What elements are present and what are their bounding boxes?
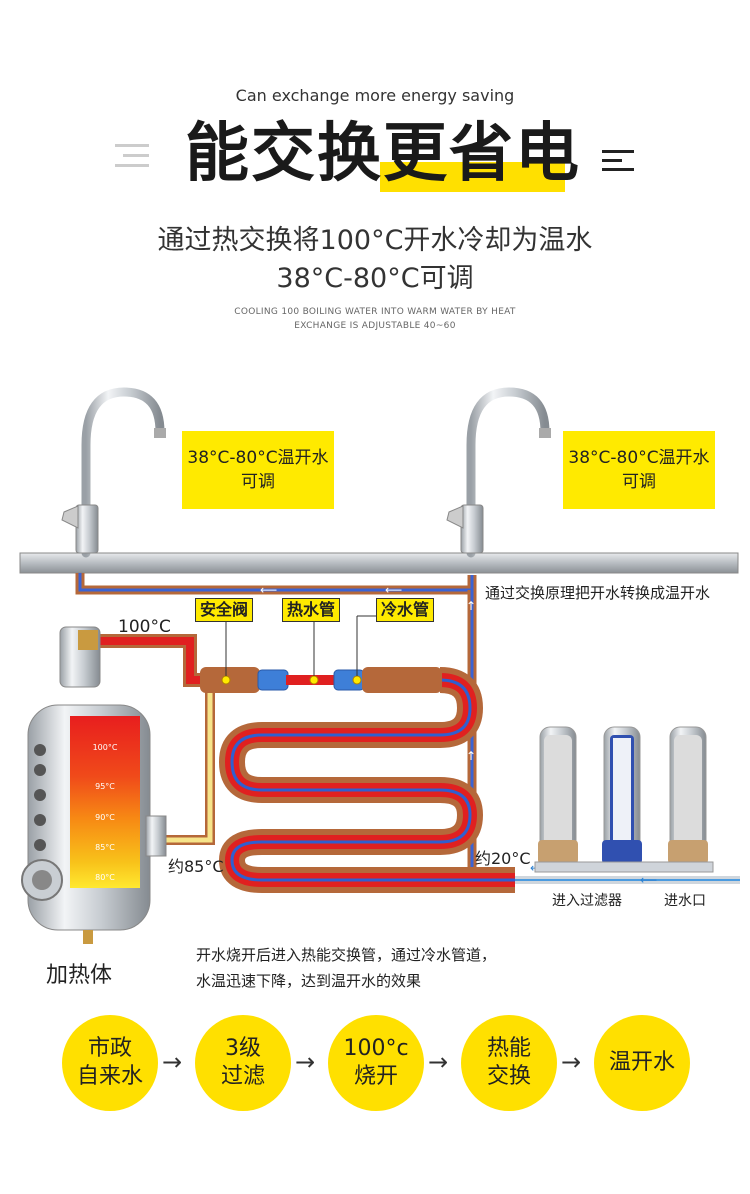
title-highlight xyxy=(380,162,565,192)
faucet-right-label-line-1: 38°C-80°C温开水 xyxy=(568,448,710,468)
flow-step-2-line-2: 过滤 xyxy=(220,1064,265,1089)
counter-top xyxy=(19,552,739,574)
deco-line-right xyxy=(602,150,634,153)
flow-step-1-line-1: 市政 xyxy=(87,1036,132,1061)
title-left: 能交换 xyxy=(185,117,383,191)
flow-step-4-line-1: 热能 xyxy=(486,1036,531,1061)
faucet-right-label-line-2: 可调 xyxy=(621,472,656,492)
heater-temp-95: 95°C xyxy=(95,782,115,791)
flow-step-2-line-1: 3级 xyxy=(225,1036,261,1061)
cold-pipe-label: 冷水管 xyxy=(376,598,435,622)
temp-100-label: 100°C xyxy=(118,617,171,637)
title: 能交换 更省电 xyxy=(0,118,750,196)
deco-line-left xyxy=(115,164,149,167)
svg-text:↑: ↑ xyxy=(466,749,476,763)
flow-step-filtration: 3级 过滤 xyxy=(195,1015,291,1111)
inlet-label: 进水口 xyxy=(664,893,706,909)
faucet-right-label: 38°C-80°C温开水可调 xyxy=(563,431,715,509)
svg-text:↑: ↑ xyxy=(466,599,476,613)
flow-arrow: → xyxy=(162,1048,183,1076)
water-system-diagram: ⟵ ⟵ ↑ ↑ ⟵ ⟵ xyxy=(19,387,740,944)
heater-tank xyxy=(21,626,167,944)
flow-arrow: → xyxy=(295,1048,316,1076)
flow-step-boil: 100°c 烧开 xyxy=(328,1015,424,1111)
flow-step-heat-exchange: 热能 交换 xyxy=(461,1015,557,1111)
deco-line-left xyxy=(123,154,149,157)
heater-temp-scale: 100°C 95°C 90°C 85°C 80°C xyxy=(70,716,140,888)
hot-pipe-label: 热水管 xyxy=(282,598,341,622)
heater-label: 加热体 xyxy=(46,963,113,988)
heat-exchange-coil xyxy=(218,667,515,893)
svg-text:⟵: ⟵ xyxy=(640,873,657,887)
flow-step-5-line-1: 温开水 xyxy=(608,1050,675,1075)
filter-cartridges xyxy=(534,726,714,873)
heater-temp-90: 90°C xyxy=(95,813,115,822)
temp-85-label: 约85°C xyxy=(168,857,224,876)
flow-step-tap-water: 市政 自来水 xyxy=(62,1015,158,1111)
desc-line-1: 通过热交换将100°C开水冷却为温水 xyxy=(157,225,593,256)
filter-label: 进入过滤器 xyxy=(552,893,622,909)
faucet-left-label-line-1: 38°C-80°C温开水 xyxy=(187,448,329,468)
flow-arrow: → xyxy=(561,1048,582,1076)
faucet-left-label: 38°C-80°C温开水可调 xyxy=(182,431,334,509)
flow-step-warm-water: 温开水 xyxy=(594,1015,690,1111)
desc-line-2: 38°C-80°C可调 xyxy=(276,263,474,294)
faucet-right xyxy=(446,387,551,558)
heater-temp-100: 100°C xyxy=(92,743,118,752)
flow-step-3-line-1: 100°c xyxy=(343,1036,409,1061)
title-right: 更省电 xyxy=(383,117,581,191)
svg-text:⟵: ⟵ xyxy=(385,583,402,597)
heater-temp-80: 80°C xyxy=(95,873,115,882)
flow-step-1-line-2: 自来水 xyxy=(76,1064,143,1089)
desc-en-line-2: EXCHANGE IS ADJUSTABLE 40~60 xyxy=(294,321,456,331)
flow-step-3-line-2: 烧开 xyxy=(353,1064,398,1089)
deco-line-left xyxy=(115,144,149,147)
flow-arrow: → xyxy=(428,1048,449,1076)
svg-text:⟵: ⟵ xyxy=(260,583,277,597)
exchange-note: 通过交换原理把开水转换成温开水 xyxy=(485,584,711,602)
deco-line-right xyxy=(602,168,634,171)
desc-en-line-1: COOLING 100 BOILING WATER INTO WARM WATE… xyxy=(234,307,516,317)
desc-en: COOLING 100 BOILING WATER INTO WARM WATE… xyxy=(175,305,575,333)
faucet-left-label-line-2: 可调 xyxy=(240,472,275,492)
temp-20-label: 约20°C xyxy=(475,849,531,868)
safety-valve-label: 安全阀 xyxy=(195,598,254,622)
note-line-1: 开水烧开后进入热能交换管，通过冷水管道， xyxy=(196,946,497,964)
subtitle-en: Can exchange more energy saving xyxy=(235,86,515,105)
heater-temp-85: 85°C xyxy=(95,843,115,852)
note-line-2: 水温迅速下降，达到温开水的效果 xyxy=(196,972,422,990)
deco-line-right xyxy=(602,159,622,162)
faucet-left xyxy=(61,387,166,558)
flow-step-4-line-2: 交换 xyxy=(486,1064,531,1089)
